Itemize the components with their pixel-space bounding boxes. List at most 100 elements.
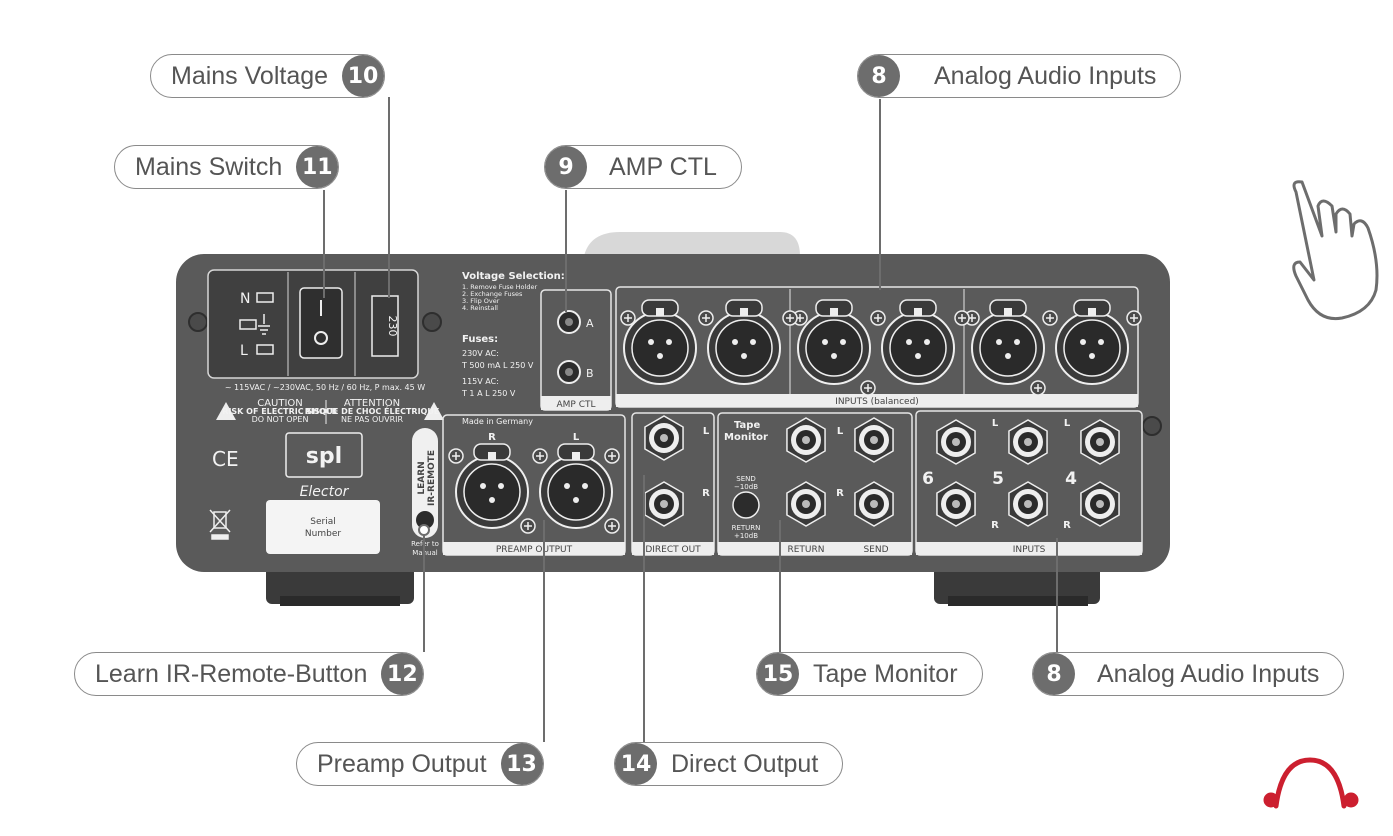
rca-direct-out-r[interactable]	[644, 481, 684, 527]
rca-input-jack-2[interactable]	[1008, 419, 1048, 465]
screw	[620, 310, 636, 326]
rca-input-jack-4[interactable]	[936, 481, 976, 527]
tape-line1: Tape	[734, 420, 760, 431]
rca-tape-send-l[interactable]	[854, 417, 894, 463]
amp-ctl-a-label: A	[586, 317, 594, 330]
caution-line2: DO NOT OPEN	[252, 415, 309, 424]
fuse-230-label: 230V AC:	[462, 349, 499, 358]
callout-label: Analog Audio Inputs	[1097, 659, 1320, 688]
screw	[1030, 380, 1046, 396]
callout-label: Mains Switch	[135, 152, 283, 181]
refer-line2: Manual	[412, 549, 437, 557]
voltage-step-3: 3. Flip Over	[462, 297, 500, 305]
inputs-balanced-label: INPUTS (balanced)	[835, 397, 919, 407]
voltage-step-4: 4. Reinstall	[462, 304, 498, 312]
screw	[1126, 310, 1142, 326]
voltage-title: Voltage Selection:	[462, 271, 565, 282]
xlr-output-jack-r[interactable]	[455, 443, 529, 529]
callout-learn-ir-remote: Learn IR-Remote-Button 12	[74, 652, 425, 696]
xlr-input-jack-3[interactable]	[797, 299, 871, 385]
inputs-label: INPUTS	[1013, 545, 1046, 555]
screw	[520, 518, 536, 534]
tape-l-label: L	[837, 426, 844, 437]
rca-tape-return-l[interactable]	[786, 417, 826, 463]
callout-label: Analog Audio Inputs	[934, 61, 1157, 90]
preamp-l-label: L	[573, 432, 580, 443]
fuse-115-label: 115V AC:	[462, 377, 499, 386]
return-level-1: RETURN	[732, 524, 761, 532]
direct-r-label: R	[702, 488, 710, 499]
screw	[870, 310, 886, 326]
rca-input-jack-1[interactable]	[936, 419, 976, 465]
rca-number-4: 4	[1065, 469, 1077, 489]
preamp-r-label: R	[488, 432, 496, 443]
send-level-1: SEND	[736, 475, 756, 483]
caution-line1: RISK OF ELECTRIC SHOCK	[222, 407, 338, 416]
callout-label: Tape Monitor	[813, 659, 958, 688]
rca-input-jack-5[interactable]	[1008, 481, 1048, 527]
callout-analog-audio-inputs-bottom: 8 Analog Audio Inputs	[1032, 652, 1345, 696]
return-level-2: +10dB	[734, 532, 758, 540]
xlr-output-jack-l[interactable]	[539, 443, 613, 529]
xlr-input-jack-6[interactable]	[1055, 299, 1129, 385]
screw	[604, 518, 620, 534]
callout-number: 11	[296, 146, 339, 188]
voltage-step-2: 2. Exchange Fuses	[462, 290, 523, 298]
fuse-voltage-text: 230	[386, 316, 399, 337]
attention-title: ATTENTION	[344, 398, 400, 409]
callout-preamp-output: Preamp Output 13	[296, 742, 544, 786]
callout-label: Preamp Output	[317, 749, 487, 778]
voltage-step-1: 1. Remove Fuse Holder	[462, 283, 537, 291]
rca-l-label-1: L	[992, 418, 999, 429]
callout-number: 14	[615, 743, 657, 785]
send-label: SEND	[863, 545, 888, 555]
weee-icon	[209, 509, 231, 540]
mains-l-label: L	[240, 343, 248, 359]
callout-number: 13	[500, 743, 543, 785]
rca-input-jack-6[interactable]	[1080, 481, 1120, 527]
made-in: Made in Germany	[462, 417, 533, 426]
callout-tape-monitor: 15 Tape Monitor	[756, 652, 983, 696]
mains-n-label: N	[240, 291, 250, 307]
fuse-115-value: T 1 A L 250 V	[461, 389, 516, 398]
screw	[532, 448, 548, 464]
mains-spec: ~ 115VAC / ~230VAC, 50 Hz / 60 Hz, P max…	[225, 383, 425, 392]
callout-number: 12	[381, 653, 424, 695]
preamp-output-label: PREAMP OUTPUT	[496, 545, 573, 555]
rca-l-label-2: L	[1064, 418, 1071, 429]
callout-label: Mains Voltage	[171, 61, 329, 90]
callout-number: 15	[757, 653, 799, 695]
mains-switch[interactable]	[299, 287, 343, 359]
xlr-input-jack-1[interactable]	[623, 299, 697, 385]
xlr-input-jack-2[interactable]	[707, 299, 781, 385]
callout-mains-voltage: Mains Voltage 10	[150, 54, 386, 98]
return-label: RETURN	[787, 545, 824, 555]
screw	[782, 310, 798, 326]
rca-number-5: 5	[992, 469, 1004, 489]
screw	[448, 448, 464, 464]
learn-ir-remote-button[interactable]	[416, 511, 434, 529]
attention-line1: RISQUE DE CHOC ÉLECTRIQUE	[305, 405, 440, 416]
screw	[604, 448, 620, 464]
serial-line1: Serial	[310, 517, 335, 527]
rca-r-label-2: R	[1063, 520, 1071, 531]
fuse-holder[interactable]	[371, 295, 399, 357]
rca-tape-send-r[interactable]	[854, 481, 894, 527]
learn-ir-remote-button-housing	[412, 428, 438, 538]
rca-input-jack-3[interactable]	[1080, 419, 1120, 465]
callout-mains-switch: Mains Switch 11	[114, 145, 340, 189]
attention-line2: NE PAS OUVRIR	[341, 415, 404, 424]
amp-ctl-label: AMP CTL	[556, 400, 595, 410]
xlr-input-jack-5[interactable]	[971, 299, 1045, 385]
callout-label: Learn IR-Remote-Button	[95, 659, 368, 688]
xlr-input-jack-4[interactable]	[881, 299, 955, 385]
level-switch[interactable]	[732, 491, 760, 519]
direct-out-label: DIRECT OUT	[645, 545, 701, 555]
rca-tape-return-r[interactable]	[786, 481, 826, 527]
rca-direct-out-l[interactable]	[644, 415, 684, 461]
brand-logo-box	[285, 432, 363, 478]
rca-number-6: 6	[922, 469, 934, 489]
ce-mark: CE	[212, 447, 239, 471]
callout-label: AMP CTL	[609, 152, 717, 181]
